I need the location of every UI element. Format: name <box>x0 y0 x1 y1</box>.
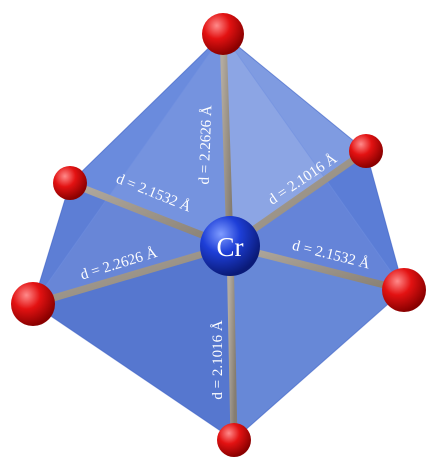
ligand-atom-bottom <box>217 423 251 457</box>
ligand-atom-right <box>382 268 426 312</box>
bond-left <box>29 242 234 308</box>
ligand-atom-upper-left <box>53 166 87 200</box>
central-atom-sphere <box>200 216 260 276</box>
face-upper-left <box>70 34 230 246</box>
bond-top <box>219 30 234 250</box>
edge-top-right-ligand <box>222 33 405 291</box>
central-atom-label: Cr <box>217 232 244 262</box>
ligand-atom-upper-right <box>349 134 383 168</box>
face-upper-right <box>223 34 366 246</box>
bond-label-bottom: d = 2.1016 Å <box>210 320 226 399</box>
edge-top-left-ligand <box>32 33 224 305</box>
bond-bottom <box>226 242 238 444</box>
face-lower-left <box>33 246 234 440</box>
bond-label-top: d = 2.2626 Å <box>197 105 216 185</box>
ligand-atoms <box>11 13 426 457</box>
central-atom: Cr <box>200 216 260 276</box>
ligand-atom-top <box>202 13 244 55</box>
face-left <box>33 183 230 304</box>
ligand-atom-left <box>11 282 55 326</box>
face-lower-right <box>230 246 404 440</box>
